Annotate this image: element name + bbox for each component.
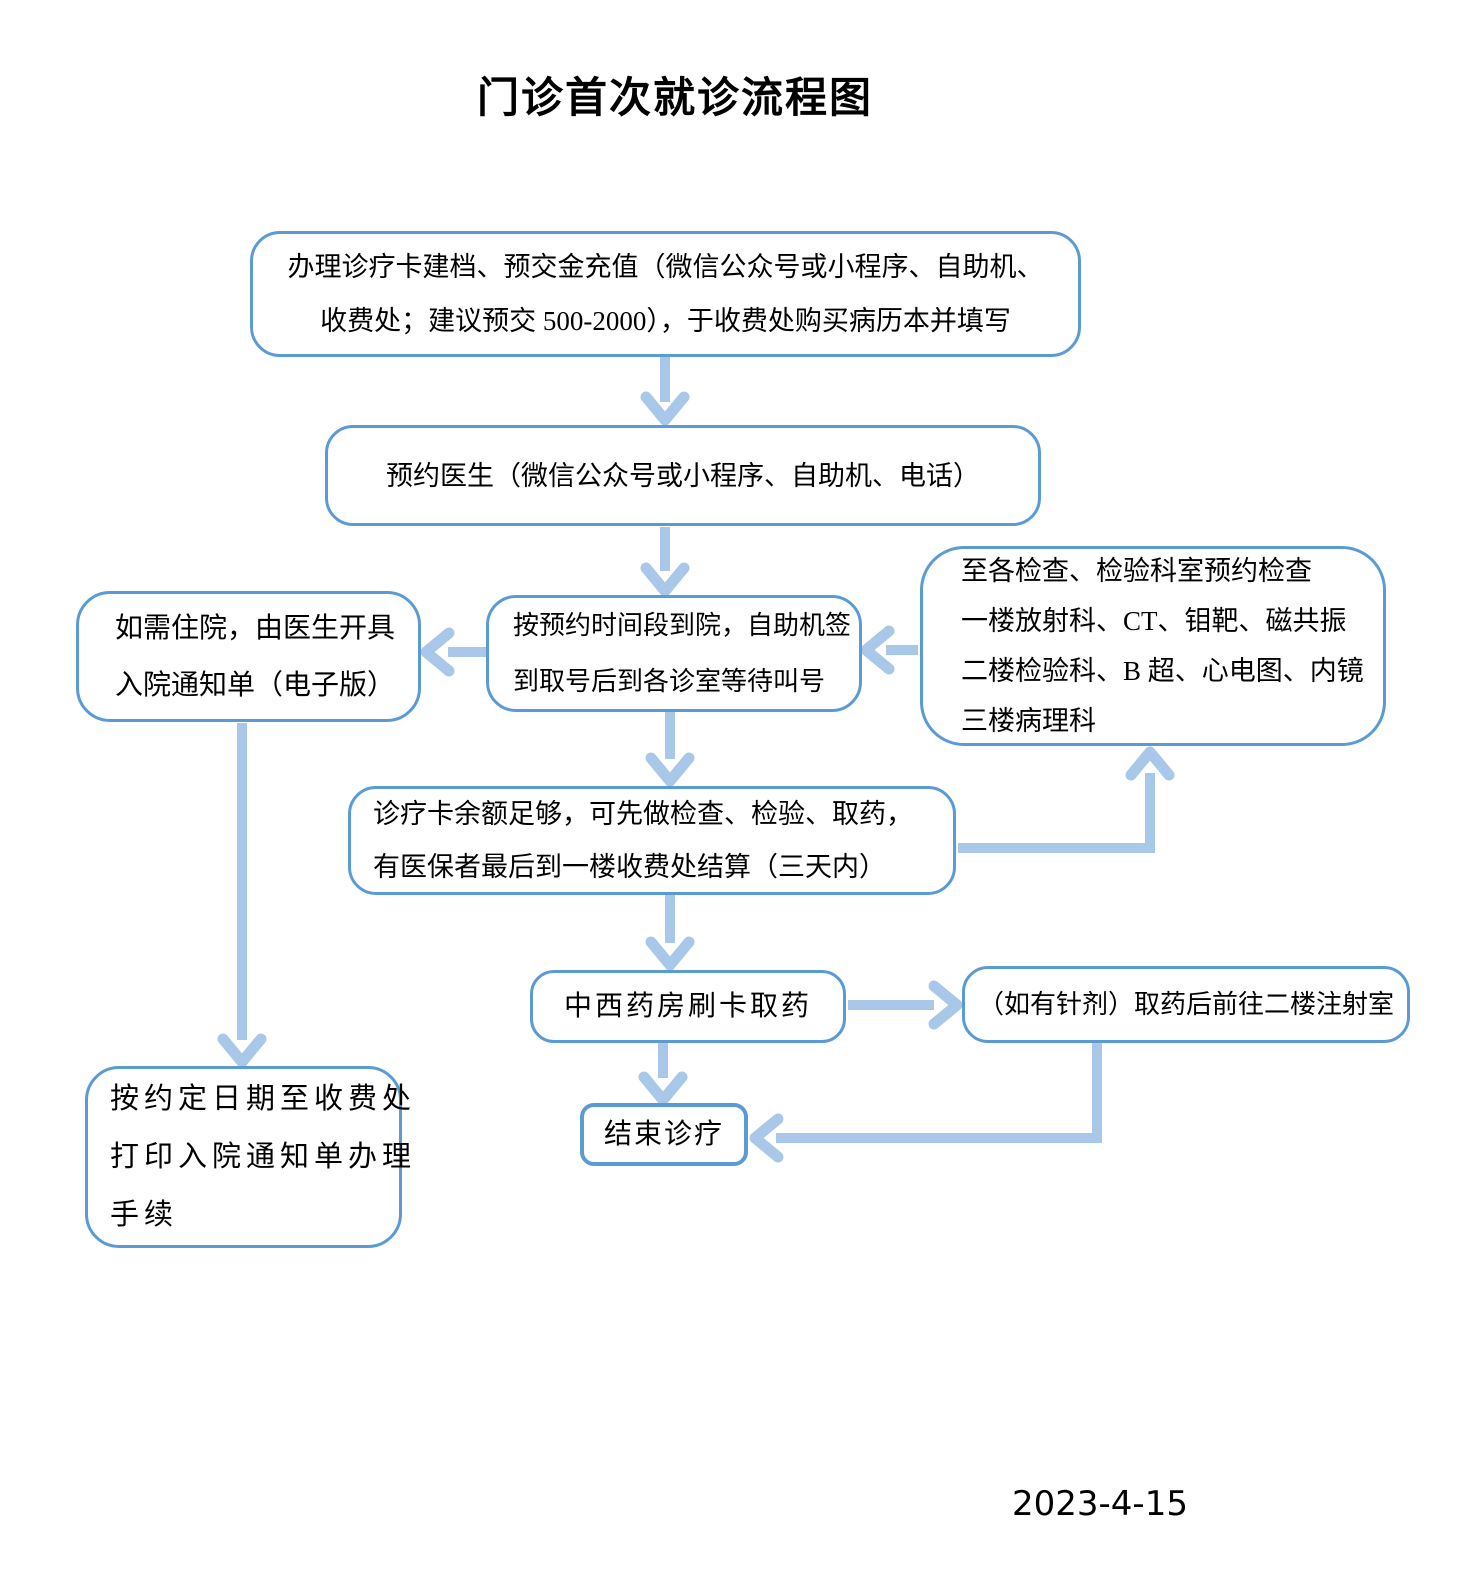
- node-injection: （如有针剂）取药后前往二楼注射室: [962, 966, 1410, 1043]
- node-appointment: 预约医生（微信公众号或小程序、自助机、电话）: [325, 425, 1041, 526]
- arrow-register-to-appointment: [640, 357, 690, 426]
- node-balance: 诊疗卡余额足够，可先做检查、检验、取药， 有医保者最后到一楼收费处结算（三天内）: [348, 786, 956, 895]
- arrow-head: [638, 1071, 688, 1106]
- arrow-shaft: [776, 1043, 1102, 1143]
- arrow-head: [860, 625, 895, 675]
- arrow-balance-to-exams: [958, 746, 1175, 853]
- text-line: 结束诊疗: [603, 1118, 724, 1150]
- text-line: 二楼检验科、B 超、心电图、内镜: [961, 656, 1364, 686]
- arrow-hospitalize-to-admission: [217, 723, 267, 1068]
- date-label: 2023-4-15: [1012, 1484, 1188, 1524]
- text-line: 三楼病理科: [961, 706, 1096, 736]
- node-end: 结束诊疗: [580, 1103, 748, 1166]
- node-admission: 按约定日期至收费处 打印入院通知单办理 手续: [85, 1066, 417, 1248]
- arrow-head: [217, 1033, 267, 1068]
- node-hospitalize: 如需住院，由医生开具 入院通知单（电子版）: [76, 591, 421, 722]
- node-checkin: 按预约时间段到院，自助机签 到取号后到各诊室等待叫号: [486, 595, 862, 712]
- text-line: 中西药房刷卡取药: [563, 990, 812, 1022]
- arrow-head: [645, 752, 695, 787]
- arrow-pharmacy-to-injection: [848, 980, 963, 1030]
- text-line: 入院通知单（电子版）: [115, 669, 396, 701]
- text-line: 至各检查、检验科室预约检查: [961, 556, 1312, 586]
- text-line: 办理诊疗卡建档、预交金充值（微信公众号或小程序、自助机、: [287, 252, 1044, 282]
- text-line: 打印入院通知单办理: [110, 1141, 417, 1173]
- text-line: 按约定日期至收费处: [110, 1083, 417, 1115]
- node-register: 办理诊疗卡建档、预交金充值（微信公众号或小程序、自助机、 收费处；建议预交 50…: [250, 231, 1081, 357]
- arrow-balance-to-pharmacy: [645, 895, 695, 971]
- arrow-checkin-to-hospitalize: [420, 627, 486, 677]
- arrow-injection-to-end: [749, 1043, 1102, 1163]
- arrow-head: [640, 562, 690, 597]
- text-line: 到取号后到各诊室等待叫号: [513, 666, 826, 696]
- arrow-shaft: [958, 773, 1155, 853]
- node-pharmacy: 中西药房刷卡取药: [530, 970, 846, 1043]
- text-line: 收费处；建议预交 500-2000），于收费处购买病历本并填写: [320, 306, 1011, 336]
- arrow-head: [645, 936, 695, 971]
- text-line: 一楼放射科、CT、钼靶、磁共振: [961, 606, 1347, 636]
- text-line: 按预约时间段到院，自助机签: [513, 610, 852, 640]
- page-title: 门诊首次就诊流程图: [476, 76, 873, 122]
- text-line: 有医保者最后到一楼收费处结算（三天内）: [373, 851, 886, 882]
- arrow-head: [928, 980, 963, 1030]
- text-line: 手续: [110, 1199, 179, 1231]
- text-line: （如有针剂）取药后前往二楼注射室: [977, 989, 1394, 1019]
- arrow-head: [1125, 746, 1175, 781]
- arrow-checkin-to-balance: [645, 712, 695, 787]
- arrow-exams-to-checkin: [860, 625, 918, 675]
- text-line: 如需住院，由医生开具: [115, 612, 396, 644]
- arrow-pharmacy-to-end: [638, 1043, 688, 1106]
- arrow-head: [420, 627, 455, 677]
- arrow-head: [749, 1113, 784, 1163]
- text-line: 诊疗卡余额足够，可先做检查、检验、取药，: [373, 798, 913, 829]
- node-exams: 至各检查、检验科室预约检查 一楼放射科、CT、钼靶、磁共振 二楼检验科、B 超、…: [920, 546, 1386, 746]
- arrow-appointment-to-checkin: [640, 527, 690, 597]
- arrow-head: [640, 391, 690, 426]
- text-line: 预约医生（微信公众号或小程序、自助机、电话）: [386, 460, 980, 491]
